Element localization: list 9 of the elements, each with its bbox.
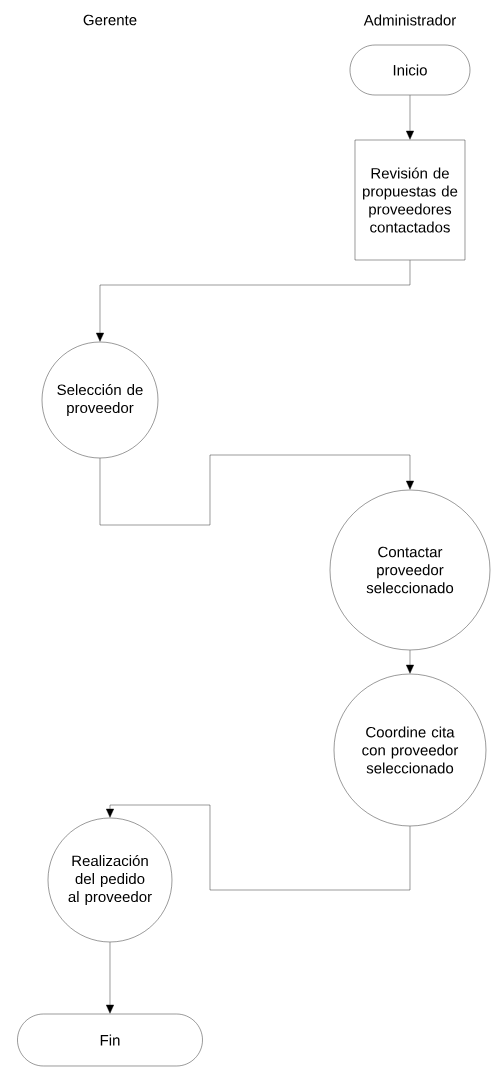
lane-heading: Administrador: [363, 14, 456, 26]
arrow: [96, 260, 411, 342]
process-box: Revisión de propuestas de proveedores contactados: [354, 139, 466, 261]
arrow: [406, 650, 414, 674]
arrow: [106, 804, 411, 891]
lane-heading: Gerente: [83, 14, 137, 26]
arrow: [106, 942, 114, 1014]
arrow: [406, 95, 414, 140]
arrow: [99, 454, 414, 526]
